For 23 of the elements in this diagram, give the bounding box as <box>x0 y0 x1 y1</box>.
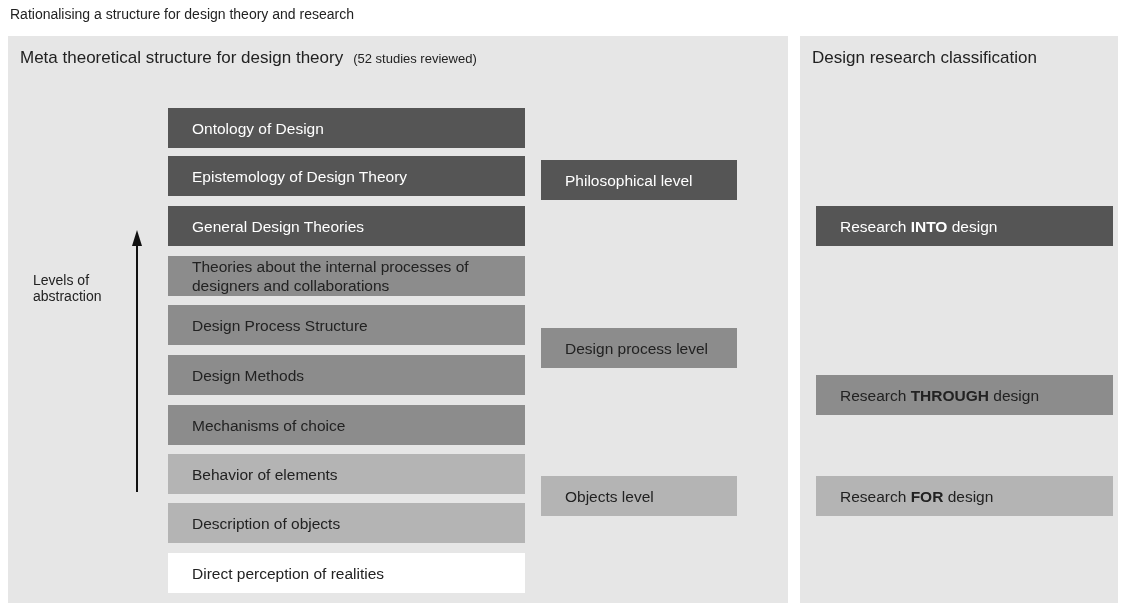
axis-label: Levels of abstraction <box>33 272 103 304</box>
level-box: Objects level <box>541 476 737 516</box>
diagram-title: Rationalising a structure for design theory and research <box>10 6 354 22</box>
level-box: Research INTO design <box>816 206 1113 246</box>
panel-heading: Design research classification <box>812 48 1037 67</box>
level-box: Theories about the internal processes of designers and collaborations <box>168 256 525 296</box>
panel-heading: Meta theoretical structure for design theory <box>20 48 344 67</box>
panel-background <box>8 36 788 603</box>
level-box: Design Methods <box>168 355 525 395</box>
level-box: Mechanisms of choice <box>168 405 525 445</box>
level-box: General Design Theories <box>168 206 525 246</box>
note-text: (52 studies reviewed) <box>353 51 477 66</box>
panel-background <box>800 36 1118 603</box>
level-box: Description of objects <box>168 503 525 543</box>
level-box: Ontology of Design <box>168 108 525 148</box>
level-box: Design process level <box>541 328 737 368</box>
level-box: Research THROUGH design <box>816 375 1113 415</box>
level-box: Design Process Structure <box>168 305 525 345</box>
level-box: Philosophical level <box>541 160 737 200</box>
level-box: Direct perception of realities <box>168 553 525 593</box>
level-box: Epistemology of Design Theory <box>168 156 525 196</box>
level-box: Behavior of elements <box>168 454 525 494</box>
level-box: Research FOR design <box>816 476 1113 516</box>
